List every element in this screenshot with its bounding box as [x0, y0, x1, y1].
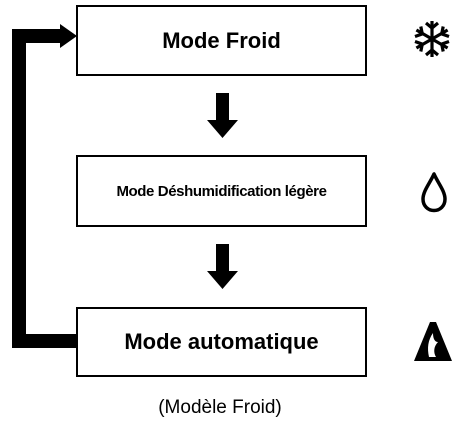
mode-cool-label: Mode Froid [162, 27, 281, 53]
loop-back-arrowhead [60, 24, 77, 48]
mode-cool-box: Mode Froid [76, 5, 367, 76]
snowflake-icon [414, 21, 450, 57]
mode-dry-box: Mode Déshumidification légère [76, 155, 367, 227]
mode-dry-label: Mode Déshumidification légère [116, 182, 327, 200]
mode-auto-label: Mode automatique [124, 329, 319, 354]
down-arrow-1 [207, 93, 238, 138]
water-drop-icon [421, 172, 447, 213]
mode-auto-box: Mode automatique [76, 307, 367, 377]
auto-mode-icon [414, 322, 452, 361]
model-caption: (Modèle Froid) [158, 397, 282, 418]
down-arrow-2 [207, 244, 238, 289]
loop-back-line [12, 29, 76, 348]
